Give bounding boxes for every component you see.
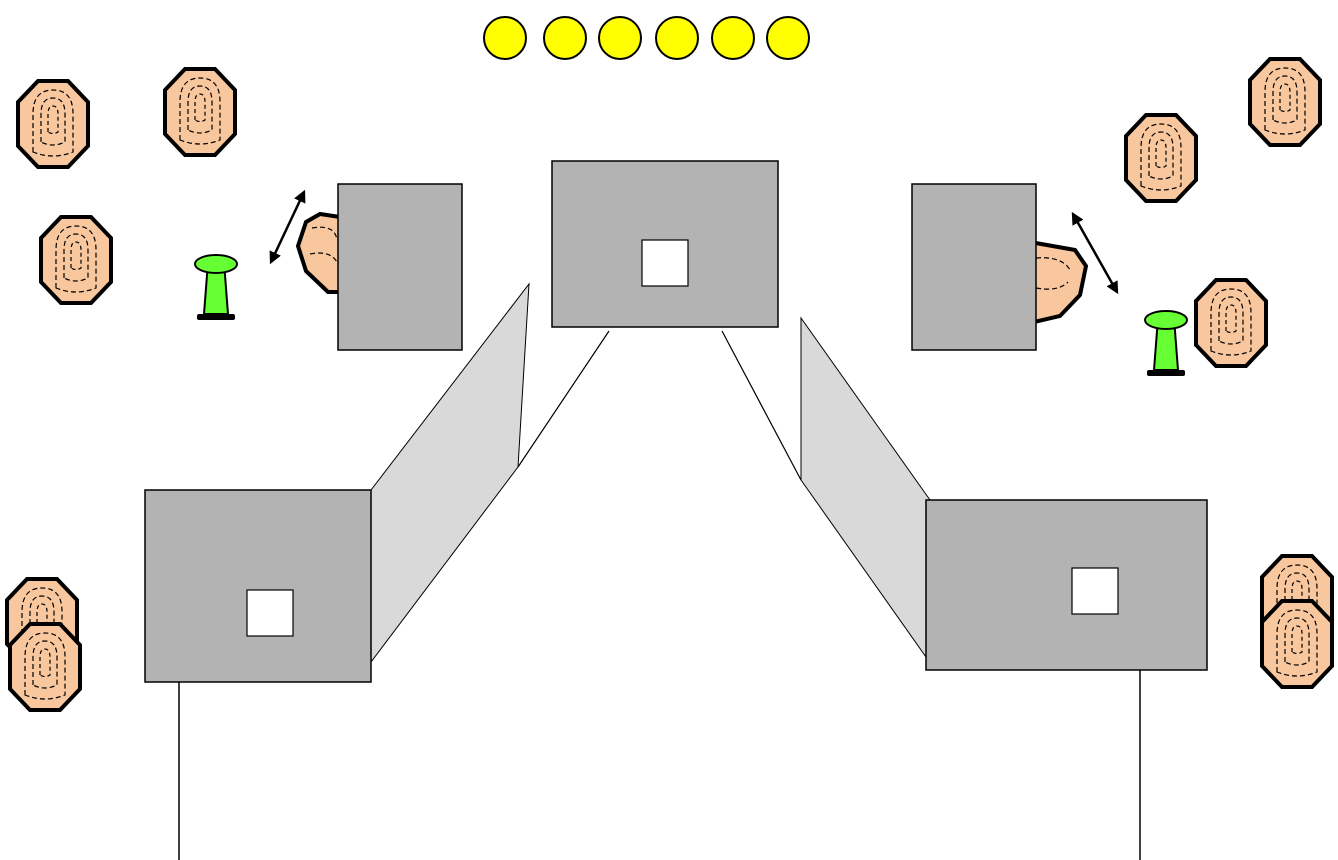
left-port-window	[246, 589, 294, 637]
right-swing-arrow	[1071, 211, 1119, 295]
paper-target	[39, 215, 113, 305]
left-small-barrier	[337, 183, 463, 351]
right-guide-line	[721, 330, 802, 481]
right-angled-wall	[800, 316, 931, 659]
right-small-barrier	[911, 183, 1037, 351]
left-activator-cone	[194, 254, 238, 321]
left-swinging-target	[295, 211, 342, 294]
steel-plate	[711, 16, 755, 60]
right-port-window	[1071, 567, 1119, 615]
paper-target	[163, 67, 237, 157]
right-activator-cone	[1144, 310, 1188, 377]
right-swinging-target	[1028, 239, 1089, 326]
steel-plate	[483, 16, 527, 60]
steel-plate	[766, 16, 810, 60]
steel-plate	[598, 16, 642, 60]
left-large-barrier	[144, 489, 372, 683]
paper-target	[1194, 278, 1268, 368]
right-large-barrier	[925, 499, 1208, 671]
paper-target	[1248, 57, 1322, 147]
center-port-window	[641, 239, 689, 287]
left-swing-arrow	[269, 189, 306, 265]
paper-target	[8, 622, 82, 712]
steel-plate	[543, 16, 587, 60]
left-guide-line	[517, 330, 610, 468]
paper-target	[16, 79, 90, 169]
paper-target	[1124, 113, 1198, 203]
paper-target	[1260, 599, 1334, 689]
steel-plate	[655, 16, 699, 60]
steel-plate-rack	[483, 16, 810, 60]
